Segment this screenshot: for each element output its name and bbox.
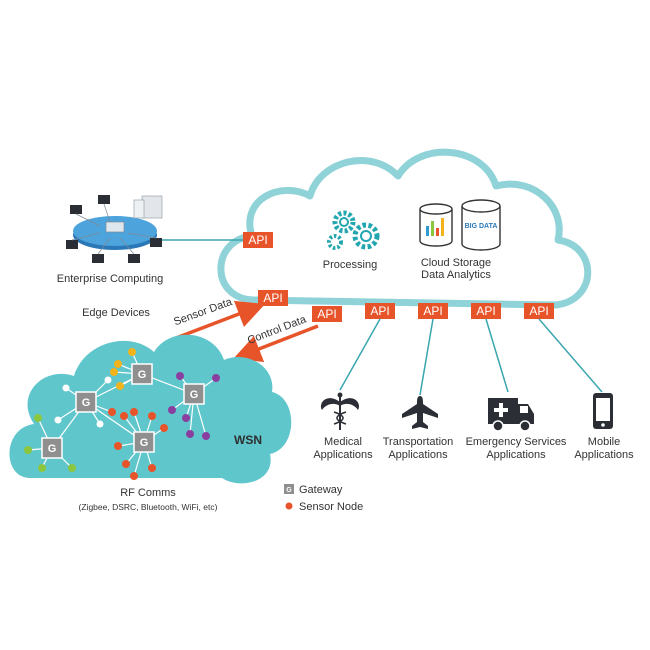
svg-text:API: API <box>423 304 442 318</box>
api-box-mobile: API <box>524 303 554 319</box>
mobile-label-line2: Applications <box>574 449 634 461</box>
airplane-icon <box>402 396 438 429</box>
wsn-cloud <box>9 334 292 484</box>
svg-text:G: G <box>140 437 149 449</box>
data-analytics-label: Data Analytics <box>421 269 491 281</box>
emergency-link <box>485 318 509 393</box>
sensor-data-arrow <box>175 300 266 340</box>
emergency-label-line2: Applications <box>486 449 546 461</box>
ambulance-icon <box>488 398 534 432</box>
legend-gateway-label: Gateway <box>299 484 343 496</box>
api-box-medical: API <box>365 303 395 319</box>
gears-icon <box>327 210 380 250</box>
svg-text:API: API <box>263 291 282 305</box>
sensor-nodes <box>24 348 220 480</box>
processing-label: Processing <box>323 259 377 271</box>
api-box-enterprise: API <box>243 232 273 248</box>
legend-gateway-icon: G <box>284 484 294 494</box>
emergency-label-line1: Emergency Services <box>466 436 567 448</box>
gateway-node: G <box>133 431 155 453</box>
legend: G Gateway Sensor Node <box>284 484 363 513</box>
rf-comms-label: RF Comms <box>120 487 176 499</box>
transportation-label-line2: Applications <box>388 449 448 461</box>
cloud-storage-label: Cloud Storage <box>421 257 491 269</box>
svg-text:G: G <box>48 443 57 455</box>
transportation-link <box>419 318 434 396</box>
mobile-label-line1: Mobile <box>588 436 620 448</box>
medical-label-line2: Applications <box>313 449 373 461</box>
gateway-node: G <box>41 437 63 459</box>
control-data-arrow <box>232 324 319 362</box>
sensor-data-label: Sensor Data <box>172 296 234 328</box>
big-data-icon: BIG DATA <box>461 199 501 251</box>
legend-sensor-icon <box>285 502 293 510</box>
svg-text:API: API <box>317 307 336 321</box>
api-box-emergency: API <box>471 303 501 319</box>
svg-text:API: API <box>370 304 389 318</box>
svg-text:G: G <box>190 389 199 401</box>
svg-text:API: API <box>248 233 267 247</box>
caduceus-icon <box>320 392 360 430</box>
medical-link <box>339 318 381 391</box>
gateway-node: G <box>75 391 97 413</box>
enterprise-computing-label: Enterprise Computing <box>57 273 163 285</box>
api-box-sensor: API <box>258 290 288 306</box>
big-data-text: BIG DATA <box>465 223 498 230</box>
svg-text:G: G <box>286 487 292 494</box>
edge-devices-label: Edge Devices <box>82 307 150 319</box>
mobile-phone-icon <box>593 393 613 429</box>
legend-sensor-label: Sensor Node <box>299 501 363 513</box>
svg-text:G: G <box>138 369 147 381</box>
gateway-node: G <box>183 383 205 405</box>
wsn-label: WSN <box>234 433 262 447</box>
database-icon <box>419 203 453 247</box>
mobile-link <box>538 318 603 393</box>
enterprise-network-icon <box>66 195 163 263</box>
main-cloud <box>217 148 592 309</box>
api-box-transportation: API <box>418 303 448 319</box>
medical-label-line1: Medical <box>324 436 362 448</box>
transportation-label-line1: Transportation <box>383 436 454 448</box>
rf-protocols-label: (Zigbee, DSRC, Bluetooth, WiFi, etc) <box>79 502 218 512</box>
svg-text:G: G <box>82 397 91 409</box>
svg-text:API: API <box>529 304 548 318</box>
svg-text:API: API <box>476 304 495 318</box>
gateway-node: G <box>131 363 153 385</box>
api-box-control: API <box>312 306 342 322</box>
